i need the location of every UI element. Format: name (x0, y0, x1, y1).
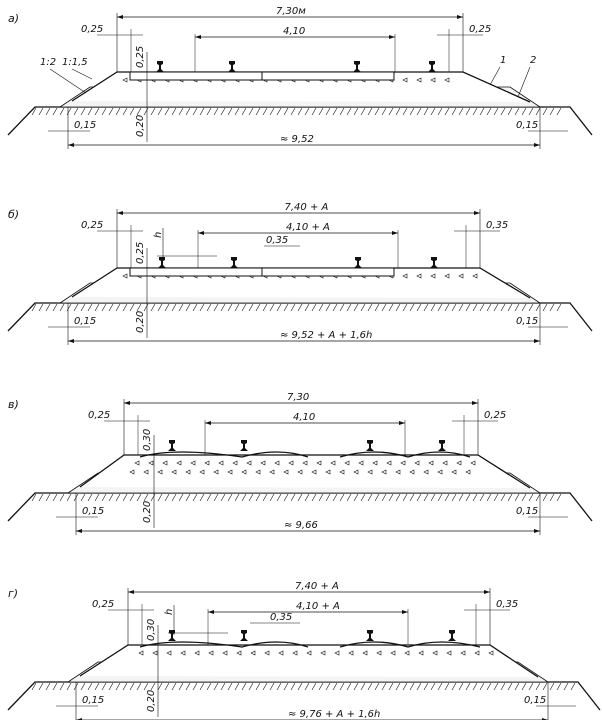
right-offset-dimension: 0,15 (516, 506, 538, 517)
track-spacing-dimension: 4,10 + А (286, 222, 330, 233)
rail (353, 61, 361, 72)
left-shoulder-dimension: 0,25 (81, 220, 103, 231)
right-offset-dimension: 0,15 (516, 120, 538, 131)
inter-sleeper-gap-dimension: 0,35 (270, 612, 292, 623)
rail (366, 630, 374, 641)
rail (156, 61, 164, 72)
rail (240, 440, 248, 451)
rail (366, 440, 374, 451)
ballast-depth-dimension: 0,30 (146, 619, 157, 641)
cant-h-dimension: h (153, 232, 164, 238)
layer-marker-2: 2 (530, 55, 536, 66)
rail (240, 630, 248, 641)
ballast-prism (79, 454, 531, 489)
slope-ratio-outer: 1:1,5 (62, 57, 88, 68)
total-width-dimension: 7,30м (276, 6, 306, 17)
panel-label: а) (8, 12, 19, 25)
base-width-dimension: ≈ 9,52 (280, 134, 314, 145)
ballast-prism (79, 644, 539, 678)
sleeper (261, 267, 395, 277)
left-offset-dimension: 0,15 (82, 506, 104, 517)
sleeper (129, 71, 263, 81)
slope-ratio-inner: 1:2 (40, 57, 56, 68)
base-width-dimension: ≈ 9,76 + А + 1,6h (288, 709, 380, 720)
rail (168, 630, 176, 641)
left-offset-dimension: 0,15 (82, 695, 104, 706)
cross-section-g: г) 7,40 + А 4,10 + А 0,25 0,35 0,30 0,20 ≈ 9,76… (7, 581, 601, 720)
sleepers (139, 641, 481, 648)
cant-h-dimension: h (164, 609, 175, 615)
layer-marker-1: 1 (500, 55, 506, 66)
right-shoulder-dimension: 0,25 (484, 410, 506, 421)
cross-section-v: в) 7,30 4,10 0,25 0,25 0,30 0,20 ≈ 9,66 0,15 0,15 (7, 392, 593, 535)
base-width-dimension: ≈ 9,52 + А + 1,6h (280, 330, 372, 341)
left-shoulder-dimension: 0,25 (88, 410, 110, 421)
ballast-depth-dimension: 0,30 (142, 429, 153, 451)
ballast-depth-dimension: 0,25 (135, 46, 146, 68)
left-shoulder-dimension: 0,25 (81, 24, 103, 35)
cross-section-a: а) 7,30м 4,10 0,25 0,25 0,25 0,20 ≈ 9,52 0,15 0,1… (7, 6, 593, 149)
total-width-dimension: 7,30 (287, 392, 309, 403)
rail (438, 440, 446, 451)
rail (354, 257, 362, 268)
rail (430, 257, 438, 268)
ballast-depth-dimension: 0,25 (135, 242, 146, 264)
inter-sleeper-gap-dimension: 0,35 (266, 235, 288, 246)
right-shoulder-dimension: 0,25 (469, 24, 491, 35)
rail (428, 61, 436, 72)
right-offset-dimension: 0,15 (524, 695, 546, 706)
rail (228, 61, 236, 72)
sleeper (129, 267, 263, 277)
sand-depth-dimension: 0,20 (142, 501, 153, 523)
track-spacing-dimension: 4,10 (283, 26, 305, 37)
total-width-dimension: 7,40 + А (295, 581, 339, 592)
sleepers (139, 451, 471, 458)
left-offset-dimension: 0,15 (74, 120, 96, 131)
total-width-dimension: 7,40 + А (285, 202, 329, 213)
sand-depth-dimension: 0,20 (135, 115, 146, 137)
sand-depth-dimension: 0,20 (135, 311, 146, 333)
track-spacing-dimension: 4,10 (293, 412, 315, 423)
rail (168, 440, 176, 451)
track-spacing-dimension: 4,10 + А (296, 601, 340, 612)
right-offset-dimension: 0,15 (516, 316, 538, 327)
rail (230, 257, 238, 268)
sleeper (261, 71, 395, 81)
left-offset-dimension: 0,15 (74, 316, 96, 327)
sand-depth-dimension: 0,20 (146, 690, 157, 712)
right-shoulder-dimension: 0,35 (496, 599, 518, 610)
cross-section-b: б) 7,40 + А 4,10 + А 0,25 0,35 0,25 0,20 ≈ 9,52… (7, 202, 593, 345)
base-width-dimension: ≈ 9,66 (284, 520, 318, 531)
rail (158, 257, 166, 268)
panel-label: г) (8, 587, 18, 600)
panel-label: б) (8, 208, 19, 221)
right-shoulder-dimension: 0,35 (486, 220, 508, 231)
left-shoulder-dimension: 0,25 (92, 599, 114, 610)
panel-label: в) (8, 398, 19, 411)
rail (448, 630, 456, 641)
